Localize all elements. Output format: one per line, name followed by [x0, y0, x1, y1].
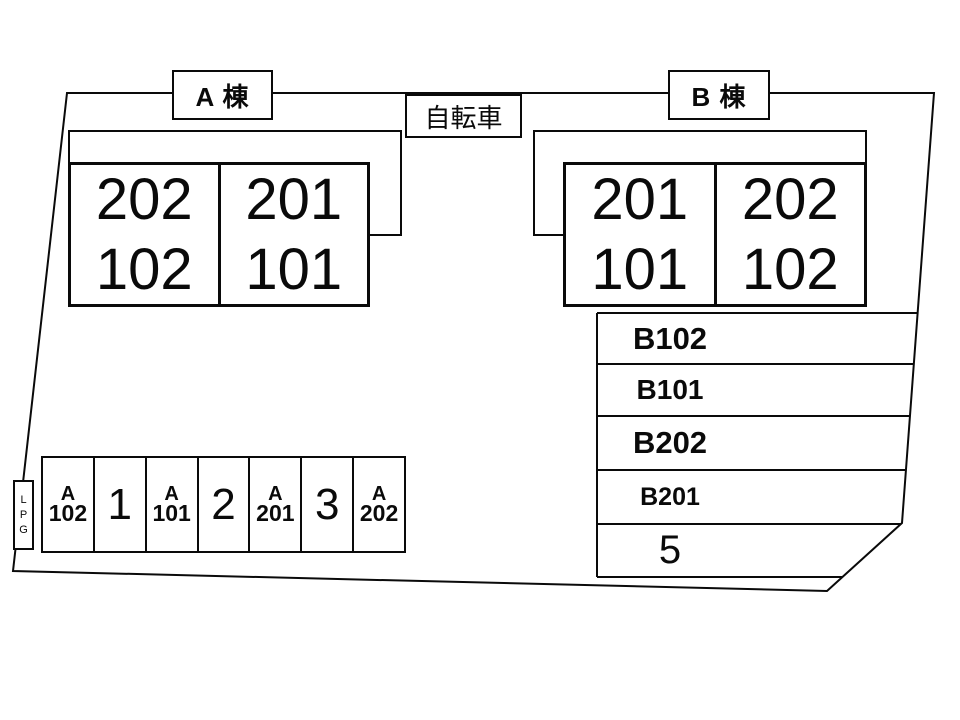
building-a-label: A 棟 [172, 70, 273, 120]
room-cell-a-202-102: 202 102 [71, 165, 218, 304]
parking-space-a101: A 101 [144, 458, 197, 551]
parking-row-5: 5 [658, 528, 682, 572]
building-b-rooms: 201 101 202 102 [563, 162, 867, 307]
parking-space-a202: A 202 [352, 458, 404, 551]
building-a-rooms: 202 102 201 101 [68, 162, 370, 307]
room-number: 102 [741, 236, 839, 302]
lpg-letter: L [20, 493, 27, 506]
room-number: 201 [591, 166, 689, 232]
parking-space-3: 3 [300, 458, 352, 551]
room-number: 101 [245, 236, 343, 302]
room-number: 202 [741, 166, 839, 232]
parking-space-2: 2 [196, 458, 249, 551]
lpg-tank-box: L P G [13, 480, 34, 550]
lpg-letter: P [19, 508, 28, 521]
room-number: 201 [245, 166, 343, 232]
parking-space-label: 1 [107, 479, 133, 529]
room-number: 101 [591, 236, 689, 302]
room-number: 202 [95, 166, 193, 232]
parking-space-label: A [371, 483, 387, 505]
parking-row-b102: B102 [632, 320, 708, 356]
parking-row-b201: B201 [640, 482, 700, 511]
parking-space-label: A [268, 483, 283, 505]
room-cell-b-201-101: 201 101 [566, 165, 714, 304]
parking-space-label: 101 [152, 500, 191, 526]
bottom-parking-strip: A 102 1 A 101 2 A 201 3 A 202 [41, 456, 406, 553]
parking-space-1: 1 [92, 458, 145, 551]
right-parking-grid [596, 312, 918, 578]
bicycle-area-label: 自転車 [405, 94, 522, 138]
parking-space-label: 202 [359, 500, 399, 526]
parking-space-a201: A 201 [248, 458, 300, 551]
lpg-letter: G [19, 523, 28, 536]
room-cell-a-201-101: 201 101 [217, 165, 368, 304]
parking-space-label: 201 [256, 500, 295, 526]
room-number: 102 [95, 236, 193, 302]
parking-space-label: 2 [211, 479, 236, 529]
building-b-label: B 棟 [668, 70, 770, 120]
parking-space-label: A [164, 483, 179, 505]
parking-row-b101: B101 [636, 374, 704, 405]
parking-space-label: 102 [48, 500, 88, 526]
room-cell-b-202-102: 202 102 [713, 165, 865, 304]
parking-row-b202: B202 [632, 425, 708, 460]
parking-space-label: A [60, 483, 76, 505]
parking-space-a102: A 102 [43, 458, 93, 551]
parking-space-label: 3 [314, 479, 340, 529]
